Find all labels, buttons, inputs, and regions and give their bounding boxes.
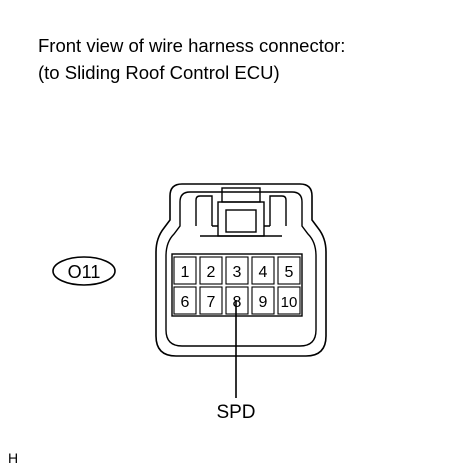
pin-cell-8	[225, 286, 249, 315]
connector-housing-outer	[155, 183, 327, 357]
pin-number-2: 2	[207, 264, 216, 281]
pin-cell-4	[251, 256, 275, 285]
pin-block	[171, 253, 303, 317]
pin-cell-5	[277, 256, 301, 285]
pin-cell-6	[173, 286, 197, 315]
pin-number-4: 4	[259, 264, 268, 281]
pin-number-1: 1	[181, 264, 190, 281]
pin-cell-3	[225, 256, 249, 285]
pin-number-10: 10	[281, 294, 298, 311]
pin-cell-7	[199, 286, 223, 315]
pin-cell-1	[173, 256, 197, 285]
pin-cell-9	[251, 286, 275, 315]
connector-housing-inner	[165, 191, 317, 347]
corner-label: H	[8, 450, 19, 466]
pin-cell-2	[199, 256, 223, 285]
connector-code-label: O11	[68, 262, 101, 282]
pin-cell-10	[277, 286, 301, 315]
pin-number-8: 8	[233, 294, 242, 311]
pin-number-7: 7	[207, 294, 216, 311]
caption-line-2: (to Sliding Roof Control ECU)	[38, 62, 280, 83]
pin-number-3: 3	[233, 264, 242, 281]
connector-code-bubble	[52, 256, 116, 286]
pin-number-5: 5	[285, 264, 294, 281]
signal-label: SPD	[216, 402, 255, 423]
pin-number-6: 6	[181, 294, 190, 311]
connector-latch	[195, 187, 287, 237]
pin-number-9: 9	[259, 294, 268, 311]
caption-line-1: Front view of wire harness connector:	[38, 35, 346, 56]
